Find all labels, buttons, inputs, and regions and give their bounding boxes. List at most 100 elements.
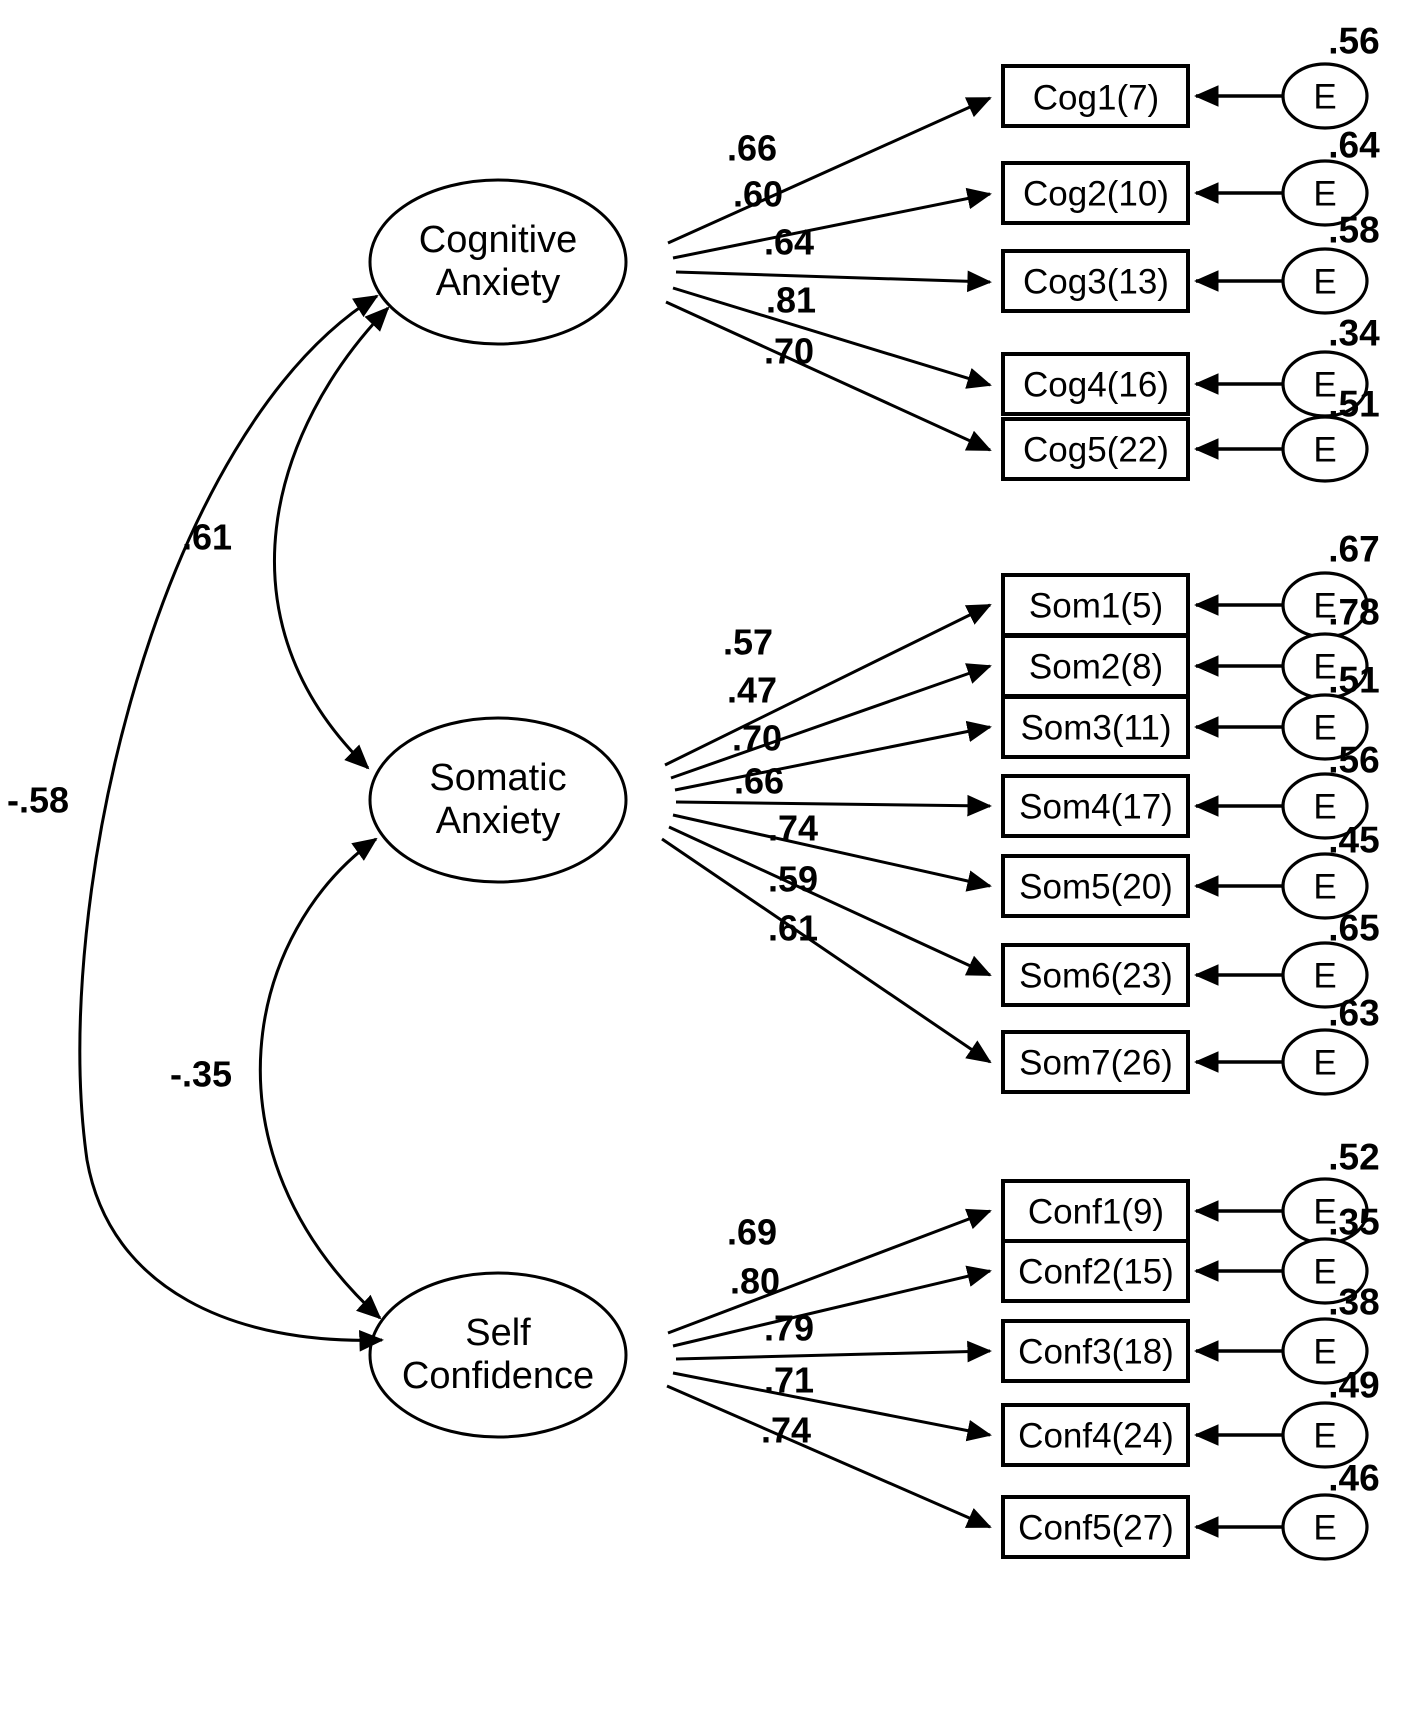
indicator-box-som5[interactable] [1001, 854, 1190, 918]
indicator-label-som6: Som6(23) [1019, 957, 1173, 996]
error-value-conf4: .49 [1328, 1365, 1379, 1406]
loading-path-conf4 [672, 1371, 992, 1442]
indicator-label-conf3: Conf3(18) [1018, 1333, 1174, 1372]
factor-label-selfconfidence-line2: Confidence [402, 1355, 594, 1397]
indicator-conf1: Conf1(9) E .52 [1001, 1137, 1380, 1245]
loading-value-som4: .66 [734, 761, 784, 802]
indicator-conf2: Conf2(15) E .35 [1001, 1202, 1380, 1305]
error-term-label-som5: E [1313, 868, 1336, 907]
indicator-label-som1: Som1(5) [1029, 587, 1163, 626]
loading-value-cog1: .66 [727, 128, 777, 169]
error-ellipse-som4[interactable] [1281, 772, 1369, 840]
factor-label-somatic-line2: Anxiety [436, 800, 561, 842]
loading-path-cog1 [667, 96, 992, 245]
indicator-box-cog4[interactable] [1001, 352, 1190, 416]
error-term-label-cog3: E [1313, 263, 1336, 302]
loading-path-som2 [670, 663, 992, 780]
factor-group-cognitive: .66 .60 .64 .81 .70 Cognitive Anxiety Co… [368, 21, 1380, 483]
indicator-label-som7: Som7(26) [1019, 1044, 1173, 1083]
error-term-label-conf5: E [1313, 1509, 1336, 1548]
loading-value-cog5: .70 [764, 331, 814, 372]
error-value-conf3: .38 [1328, 1282, 1379, 1323]
loading-path-cog5 [665, 300, 992, 452]
error-term-label-conf3: E [1313, 1333, 1336, 1372]
indicator-box-som4[interactable] [1001, 774, 1190, 838]
indicator-cog2: Cog2(10) E .64 [1001, 125, 1380, 227]
loading-value-conf1: .69 [727, 1212, 777, 1253]
error-term-label-som6: E [1313, 957, 1336, 996]
error-term-label-cog4: E [1313, 366, 1336, 405]
loading-path-som6 [668, 825, 992, 977]
error-value-cog5: .51 [1328, 384, 1379, 425]
indicator-box-cog3[interactable] [1001, 249, 1190, 313]
correlation-path-som-conf [258, 837, 382, 1320]
loading-paths-somatic [661, 603, 992, 1064]
indicator-box-som7[interactable] [1001, 1030, 1190, 1094]
error-value-som4: .56 [1328, 740, 1379, 781]
loading-value-som7: .61 [768, 908, 818, 949]
error-ellipse-conf3[interactable] [1281, 1317, 1369, 1385]
indicator-label-cog1: Cog1(7) [1033, 79, 1159, 118]
factor-ellipse-selfconfidence[interactable] [368, 1271, 628, 1439]
error-ellipse-conf4[interactable] [1281, 1401, 1369, 1469]
loading-path-cog4 [672, 286, 992, 389]
indicator-conf5: Conf5(27) E .46 [1001, 1458, 1380, 1561]
correlation-path-cog-som [272, 306, 390, 770]
indicator-som2: Som2(8) E .78 [1001, 592, 1380, 700]
error-term-label-conf1: E [1313, 1193, 1336, 1232]
error-ellipse-conf2[interactable] [1281, 1237, 1369, 1305]
indicator-box-cog5[interactable] [1001, 417, 1190, 481]
indicator-box-conf2[interactable] [1001, 1239, 1190, 1303]
error-ellipse-som6[interactable] [1281, 941, 1369, 1009]
indicator-box-conf5[interactable] [1001, 1495, 1190, 1559]
error-ellipse-cog1[interactable] [1281, 62, 1369, 130]
error-term-label-conf2: E [1313, 1253, 1336, 1292]
error-value-conf5: .46 [1328, 1458, 1379, 1499]
indicator-box-cog2[interactable] [1001, 161, 1190, 225]
indicator-label-cog3: Cog3(13) [1023, 263, 1169, 302]
indicator-cog3: Cog3(13) E .58 [1001, 210, 1380, 315]
indicator-conf3: Conf3(18) E .38 [1001, 1282, 1380, 1385]
error-term-label-cog2: E [1313, 175, 1336, 214]
indicator-box-som6[interactable] [1001, 943, 1190, 1007]
factor-group-somatic: .57 .47 .70 .66 .74 .59 .61 Somatic Anxi… [368, 529, 1380, 1096]
correlation-value-cog-conf: -.58 [7, 780, 69, 821]
error-value-som1: .67 [1328, 529, 1379, 570]
indicator-box-som3[interactable] [1001, 695, 1190, 759]
factor-ellipse-cognitive[interactable] [368, 178, 628, 346]
error-ellipse-cog2[interactable] [1281, 159, 1369, 227]
indicator-label-cog2: Cog2(10) [1023, 175, 1169, 214]
loading-value-cog4: .81 [766, 280, 816, 321]
indicator-label-conf1: Conf1(9) [1028, 1193, 1164, 1232]
indicator-som7: Som7(26) E .63 [1001, 993, 1380, 1096]
error-ellipse-cog3[interactable] [1281, 247, 1369, 315]
indicator-box-conf4[interactable] [1001, 1403, 1190, 1467]
loading-value-som1: .57 [723, 622, 773, 663]
error-value-cog1: .56 [1328, 21, 1379, 62]
indicator-label-som2: Som2(8) [1029, 648, 1163, 687]
error-ellipse-som3[interactable] [1281, 693, 1369, 761]
loading-path-som3 [674, 720, 992, 792]
indicator-label-conf5: Conf5(27) [1018, 1509, 1174, 1548]
indicator-label-conf4: Conf4(24) [1018, 1417, 1174, 1456]
indicator-box-som1[interactable] [1001, 573, 1190, 637]
indicator-box-cog1[interactable] [1001, 64, 1190, 128]
error-ellipse-som7[interactable] [1281, 1028, 1369, 1096]
indicator-label-som4: Som4(17) [1019, 788, 1173, 827]
indicator-som1: Som1(5) E .67 [1001, 529, 1380, 639]
error-value-cog2: .64 [1328, 125, 1380, 166]
error-term-label-som2: E [1313, 648, 1336, 687]
loading-path-cog3 [675, 270, 992, 293]
indicator-cog5: Cog5(22) E .51 [1001, 384, 1380, 483]
error-ellipse-conf5[interactable] [1281, 1493, 1369, 1561]
factor-label-selfconfidence-line1: Self [465, 1312, 531, 1354]
error-ellipse-cog5[interactable] [1281, 415, 1369, 483]
loading-value-som5: .74 [768, 808, 818, 849]
error-value-som3: .51 [1328, 660, 1379, 701]
error-ellipse-som5[interactable] [1281, 852, 1369, 920]
indicator-box-conf3[interactable] [1001, 1319, 1190, 1383]
indicator-label-som5: Som5(20) [1019, 868, 1173, 907]
loading-path-som7 [661, 837, 992, 1064]
indicator-label-som3: Som3(11) [1020, 709, 1171, 748]
indicator-cog1: Cog1(7) E .56 [1001, 21, 1380, 130]
